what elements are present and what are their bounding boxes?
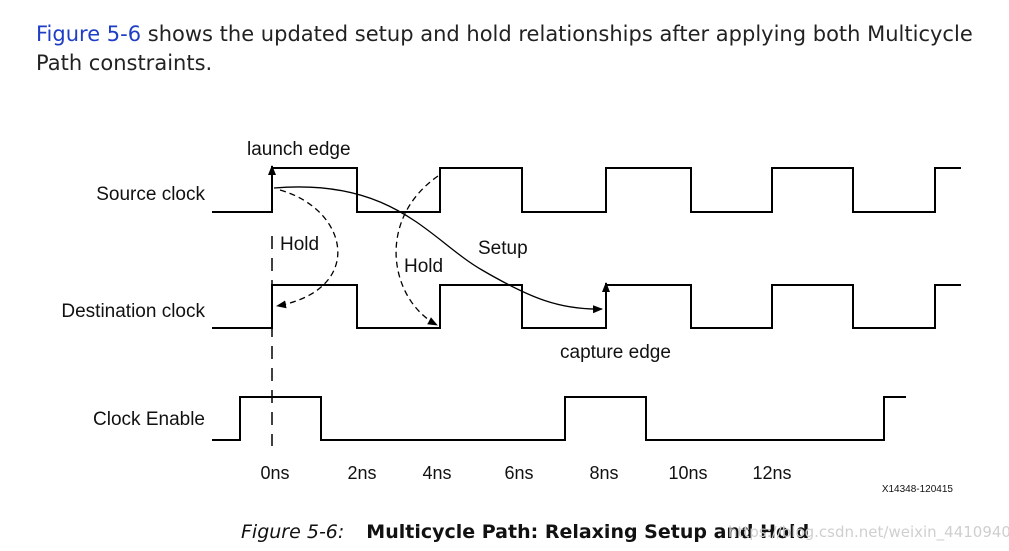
intro-text: shows the updated setup and hold relatio…	[36, 22, 973, 75]
caption-number: Figure 5-6:	[241, 521, 345, 543]
destination-clock-label: Destination clock	[61, 301, 205, 322]
source-clock-label: Source clock	[96, 184, 205, 205]
setup-label: Setup	[478, 238, 528, 259]
time-label-12ns: 12ns	[752, 463, 791, 483]
figure-code: X14348-120415	[882, 484, 954, 495]
hold-arrow-2	[395, 175, 439, 326]
setup-arrow	[273, 186, 603, 314]
source-clock-waveform	[212, 167, 961, 213]
capture-edge-label: capture edge	[560, 342, 671, 363]
clock-enable-label: Clock Enable	[93, 409, 205, 430]
watermark-url: https://blog.csdn.net/weixin_44109405	[728, 523, 1009, 541]
hold-label-1: Hold	[280, 234, 319, 255]
time-label-8ns: 8ns	[589, 463, 618, 483]
figure-caption: Figure 5-6: Multicycle Path: Relaxing Set…	[241, 521, 809, 543]
launch-edge-label: launch edge	[247, 139, 351, 160]
time-label-10ns: 10ns	[668, 463, 707, 483]
figure-reference-link[interactable]: Figure 5-6	[36, 22, 142, 46]
time-label-4ns: 4ns	[422, 463, 451, 483]
time-label-6ns: 6ns	[504, 463, 533, 483]
hold-arrow-1	[276, 189, 339, 309]
time-label-2ns: 2ns	[347, 463, 376, 483]
destination-clock-waveform	[212, 284, 961, 329]
intro-paragraph: Figure 5-6 shows the updated setup and h…	[36, 20, 976, 78]
hold-label-2: Hold	[404, 256, 443, 277]
caption-title: Multicycle Path: Relaxing Setup and Hold	[366, 521, 810, 543]
clock-enable-waveform	[212, 396, 906, 441]
time-label-0ns: 0ns	[260, 463, 289, 483]
